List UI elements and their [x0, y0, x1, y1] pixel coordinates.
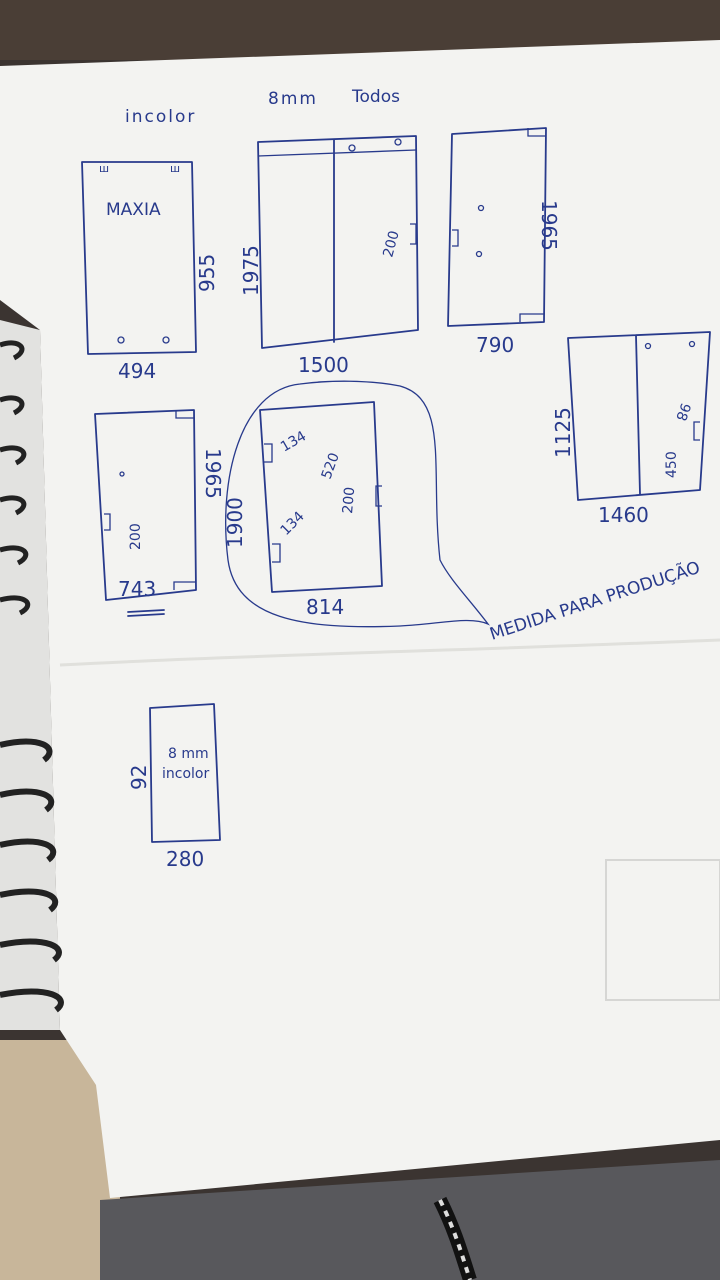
panel-1-height: 955 — [195, 254, 219, 292]
glass-type: incolor — [125, 107, 196, 127]
panel-1-tag: MAXIA — [106, 200, 161, 220]
panel-4-height: 1125 — [551, 407, 575, 458]
paper-sheet — [0, 40, 720, 1198]
panel-7-width: 280 — [166, 847, 204, 871]
header: incolor 8mm Todos — [125, 87, 400, 127]
panel-7-note-line2: incolor — [162, 766, 209, 782]
panel-2-width: 1500 — [298, 353, 349, 377]
panel-7: 8 mm incolor 92 280 — [127, 703, 221, 871]
panel-6-height: 1900 — [223, 497, 247, 548]
panel-1-width: 494 — [118, 359, 156, 383]
panel-4-notch-b: 450 — [664, 451, 680, 478]
thickness: 8mm — [268, 89, 318, 109]
panel-7-height: 92 — [127, 765, 151, 790]
panel-4-notch-a: 98 — [672, 401, 693, 423]
paper-fold — [59, 638, 720, 667]
panel-7-note-line1: 8 mm — [168, 746, 209, 762]
spiral-binding — [0, 340, 64, 1013]
panel-1: ш ш MAXIA 955 494 — [81, 161, 219, 383]
svg-text:ш: ш — [99, 162, 109, 175]
svg-text:ш: ш — [170, 162, 180, 175]
panel-6-hole: 200 — [340, 486, 358, 514]
panel-3: 1965 790 — [447, 127, 561, 357]
panel-2-height: 1975 — [239, 245, 263, 296]
panel-4-width: 1460 — [598, 503, 649, 527]
panel-4: 98 450 1125 1460 — [551, 331, 711, 527]
panel-3-width: 790 — [476, 333, 514, 357]
panel-5: 200 1965 743 — [94, 409, 225, 617]
panel-5-height: 1965 — [201, 448, 225, 499]
panel-3-height: 1965 — [537, 200, 561, 251]
panel-5-width: 743 — [118, 577, 156, 601]
grey-fabric — [100, 1160, 720, 1280]
panel-2-hole: 200 — [380, 229, 402, 259]
cable-stripes — [438, 1199, 472, 1280]
faded-stamp — [605, 859, 720, 1001]
panel-5-hole: 200 — [128, 523, 144, 550]
panel-2: 200 1975 1500 — [239, 135, 419, 377]
scope: Todos — [351, 87, 400, 107]
panel-6-width: 814 — [306, 595, 344, 619]
